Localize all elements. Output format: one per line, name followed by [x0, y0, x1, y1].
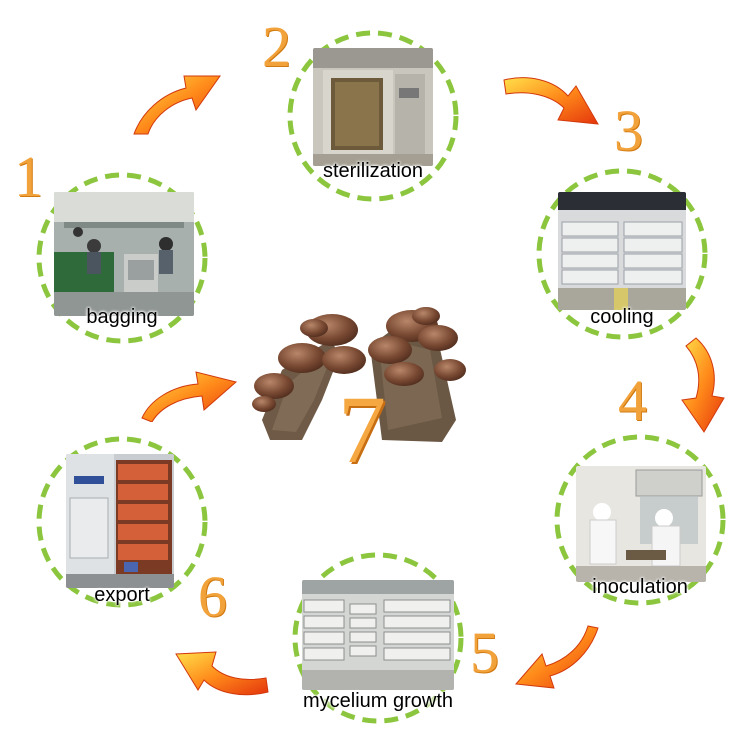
curved-arrow-icon — [141, 371, 238, 422]
curved-arrow-icon — [133, 75, 221, 135]
mushroom-log-icon — [252, 307, 466, 442]
step-1-number: 1 — [14, 144, 43, 209]
curved-arrow-icon — [503, 77, 599, 125]
dashed-ring — [36, 172, 208, 344]
step-2-node: sterilization — [285, 28, 461, 204]
inoculation-photo — [576, 466, 706, 582]
curved-arrow-icon — [175, 651, 269, 696]
step-6-number: 6 — [198, 564, 227, 629]
curved-arrow-icon — [514, 625, 599, 689]
step-5-node: mycelium growth — [290, 550, 466, 726]
bagging-photo — [54, 192, 194, 316]
mycelium-growth-photo — [302, 580, 454, 690]
dashed-ring — [536, 168, 708, 340]
step-6-label: export — [94, 584, 150, 606]
step-3-number: 3 — [614, 98, 643, 163]
step-4-node: inoculation — [552, 432, 728, 608]
step-1-label: bagging — [86, 306, 158, 328]
dashed-ring — [292, 552, 464, 724]
dashed-ring — [287, 30, 459, 202]
step-3-label: cooling — [590, 306, 654, 328]
step-4-number: 4 — [618, 368, 647, 433]
step-2-number: 2 — [262, 14, 291, 79]
step-1-node: bagging — [34, 170, 210, 346]
curved-arrow-icon — [681, 337, 725, 433]
step-2-label: sterilization — [322, 160, 424, 182]
step-5-number: 5 — [470, 620, 499, 685]
dashed-ring — [554, 434, 726, 606]
step-7-number: 7 — [338, 376, 386, 483]
step-4-label: inoculation — [592, 576, 688, 598]
cooling-photo — [558, 192, 686, 310]
step-6-node: export — [34, 434, 210, 610]
step-3-node: cooling — [534, 166, 710, 342]
sterilization-photo — [313, 48, 433, 166]
dashed-ring — [36, 436, 208, 608]
export-photo — [66, 454, 174, 588]
step-5-label: mycelium growth — [302, 690, 454, 712]
